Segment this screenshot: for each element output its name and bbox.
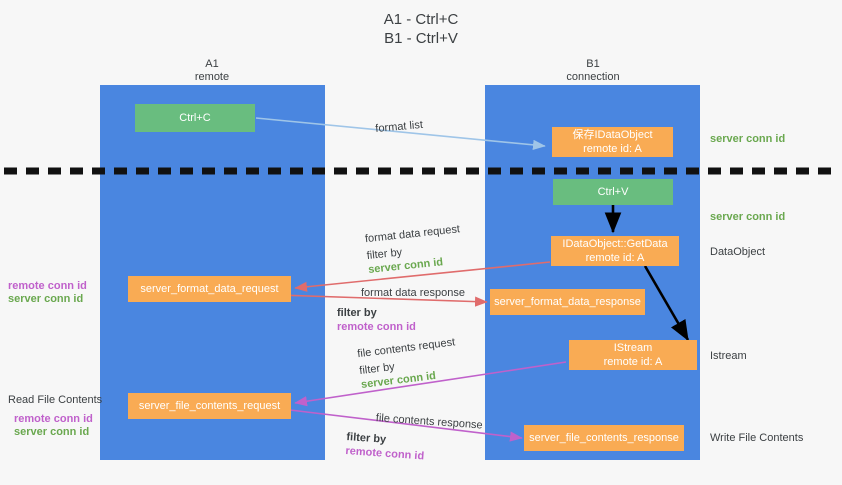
annotation-read-file-contents: Read File Contents [8,394,103,406]
edge-label-file-contents-response: file contents response filter by remote … [345,409,483,467]
lane-header-b1: B1 connection [493,58,693,84]
node-ctrl-c-label: Ctrl+C [179,112,211,124]
title-line-2: B1 - Ctrl+V [384,30,458,47]
node-save-idataobject[interactable]: 保存IDataObject remote id: A [552,127,673,157]
annotation-server-conn-id-mid: server conn id [710,211,786,223]
node-ctrl-v-label: Ctrl+V [597,186,629,198]
node-server-file-contents-request[interactable]: server_file_contents_request [128,393,291,419]
annotation-left-remote-conn-id-2: remote conn id [14,413,93,425]
node-server-file-contents-response[interactable]: server_file_contents_response [524,425,684,451]
node-server-format-data-response[interactable]: server_format_data_response [490,289,645,315]
node-idataobject-getdata[interactable]: IDataObject::GetData remote id: A [551,236,679,266]
annotation-dataobject: DataObject [710,246,766,258]
node-server-format-data-response-label: server_format_data_response [494,296,641,308]
node-ctrl-c[interactable]: Ctrl+C [135,104,255,132]
edge-label-file-contents-response-filter: filter by remote conn id [345,430,482,467]
lane-a1-sub: remote [194,71,230,83]
edge-label-file-contents-request: file contents request filter by server c… [357,335,460,392]
annotation-left-server-conn-id-1: server conn id [8,293,84,305]
annotation-left-server-conn-id-2: server conn id [14,426,90,438]
edge-label-format-data-response-title: format data response [361,287,465,299]
edge-label-format-data-request: format data request filter by server con… [364,222,464,277]
page-title: A1 - Ctrl+C B1 - Ctrl+V [0,10,842,48]
node-istream-line2: remote id: A [603,356,663,368]
node-server-file-contents-request-label: server_file_contents_request [138,400,281,412]
node-save-idataobject-line2: remote id: A [583,143,642,155]
node-istream-line1: IStream [613,342,653,354]
lane-b1-name: B1 [586,58,600,70]
filter-prefix: filter by [337,307,377,319]
edge-label-format-data-request-filter: filter by server conn id [366,239,464,277]
node-idataobject-getdata-line1: IDataObject::GetData [562,238,668,250]
annotation-left-remote-conn-id-1: remote conn id [8,280,87,292]
node-istream[interactable]: IStream remote id: A [569,340,697,370]
node-server-format-data-request[interactable]: server_format_data_request [128,276,291,302]
lane-a1-name: A1 [205,58,219,70]
node-ctrl-v[interactable]: Ctrl+V [553,179,673,205]
annotation-istream: Istream [710,350,747,362]
title-line-1: A1 - Ctrl+C [383,11,459,28]
annotation-write-file-contents: Write File Contents [710,432,804,444]
node-save-idataobject-line1: 保存IDataObject [572,129,653,141]
node-idataobject-getdata-line2: remote id: A [585,252,645,264]
filter-key-remote-conn-id: remote conn id [337,321,416,333]
lane-header-a1: A1 remote [112,58,312,84]
node-server-file-contents-response-label: server_file_contents_response [529,432,679,444]
node-server-format-data-request-label: server_format_data_request [140,283,279,295]
annotation-server-conn-id-top: server conn id [710,133,786,145]
lane-b1-sub: connection [566,71,620,83]
edge-label-format-data-response: format data response filter by remote co… [337,286,465,334]
edge-label-file-contents-response-title: file contents response [375,412,484,432]
edge-label-format-list: format list [374,118,424,136]
edge-label-format-data-response-filter: filter by remote conn id [337,306,465,334]
